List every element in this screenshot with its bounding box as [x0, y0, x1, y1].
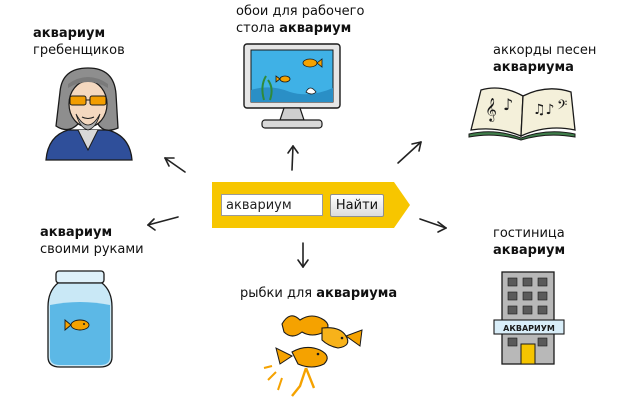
suggestion-bold: аквариум [40, 225, 113, 240]
suggestion-hotel[interactable]: гостиница аквариум [493, 225, 565, 259]
suggestion-wallpaper[interactable]: обои для рабочего стола аквариум [236, 3, 376, 37]
svg-text:♪: ♪ [503, 95, 513, 114]
search-button[interactable]: Найти [330, 194, 384, 217]
suggestion-bold: аквариума [493, 60, 574, 75]
suggestion-chords[interactable]: аккорды песен аквариума [493, 42, 596, 76]
svg-text:𝄢: 𝄢 [557, 97, 567, 116]
songbook-icon: 𝄞 ♪ ♫♪ 𝄢 [468, 87, 576, 141]
suggestion-bold: аквариум [493, 243, 566, 258]
suggestion-normal: гребенщиков [33, 43, 125, 58]
arrow-icon [419, 218, 447, 233]
hotel-building-icon [493, 271, 565, 365]
musician-portrait-icon [45, 67, 133, 161]
hotel-sign: АКВАРИУМ [503, 324, 555, 333]
suggestion-normal: обои для рабочего стола [236, 4, 365, 36]
suggestion-normal: аккорды песен [493, 43, 597, 58]
suggestion-diy[interactable]: аквариум своими руками [40, 224, 144, 258]
suggestion-grebenshchikov[interactable]: аквариум гребенщиков [33, 25, 125, 59]
suggestion-normal: рыбки для [240, 286, 313, 301]
suggestion-normal: своими руками [40, 242, 144, 257]
suggestion-bold: аквариум [279, 21, 352, 36]
search-form: Найти [212, 182, 412, 228]
arrow-icon [287, 145, 299, 171]
svg-text:𝄞: 𝄞 [485, 97, 497, 122]
arrow-icon [164, 157, 186, 173]
goldfish-icon [263, 315, 363, 397]
search-input[interactable] [221, 194, 323, 216]
arrow-icon [397, 141, 422, 164]
monitor-icon [243, 43, 341, 129]
arrow-icon [147, 216, 179, 231]
fish-jar-icon [47, 270, 113, 368]
suggestion-bold: аквариума [316, 286, 398, 301]
suggestion-fish[interactable]: рыбки для аквариума [240, 285, 397, 302]
svg-text:♫♪: ♫♪ [533, 102, 555, 118]
suggestion-bold: аквариум [33, 26, 106, 41]
suggestion-normal: гостиница [493, 226, 565, 241]
arrow-icon [297, 242, 309, 268]
